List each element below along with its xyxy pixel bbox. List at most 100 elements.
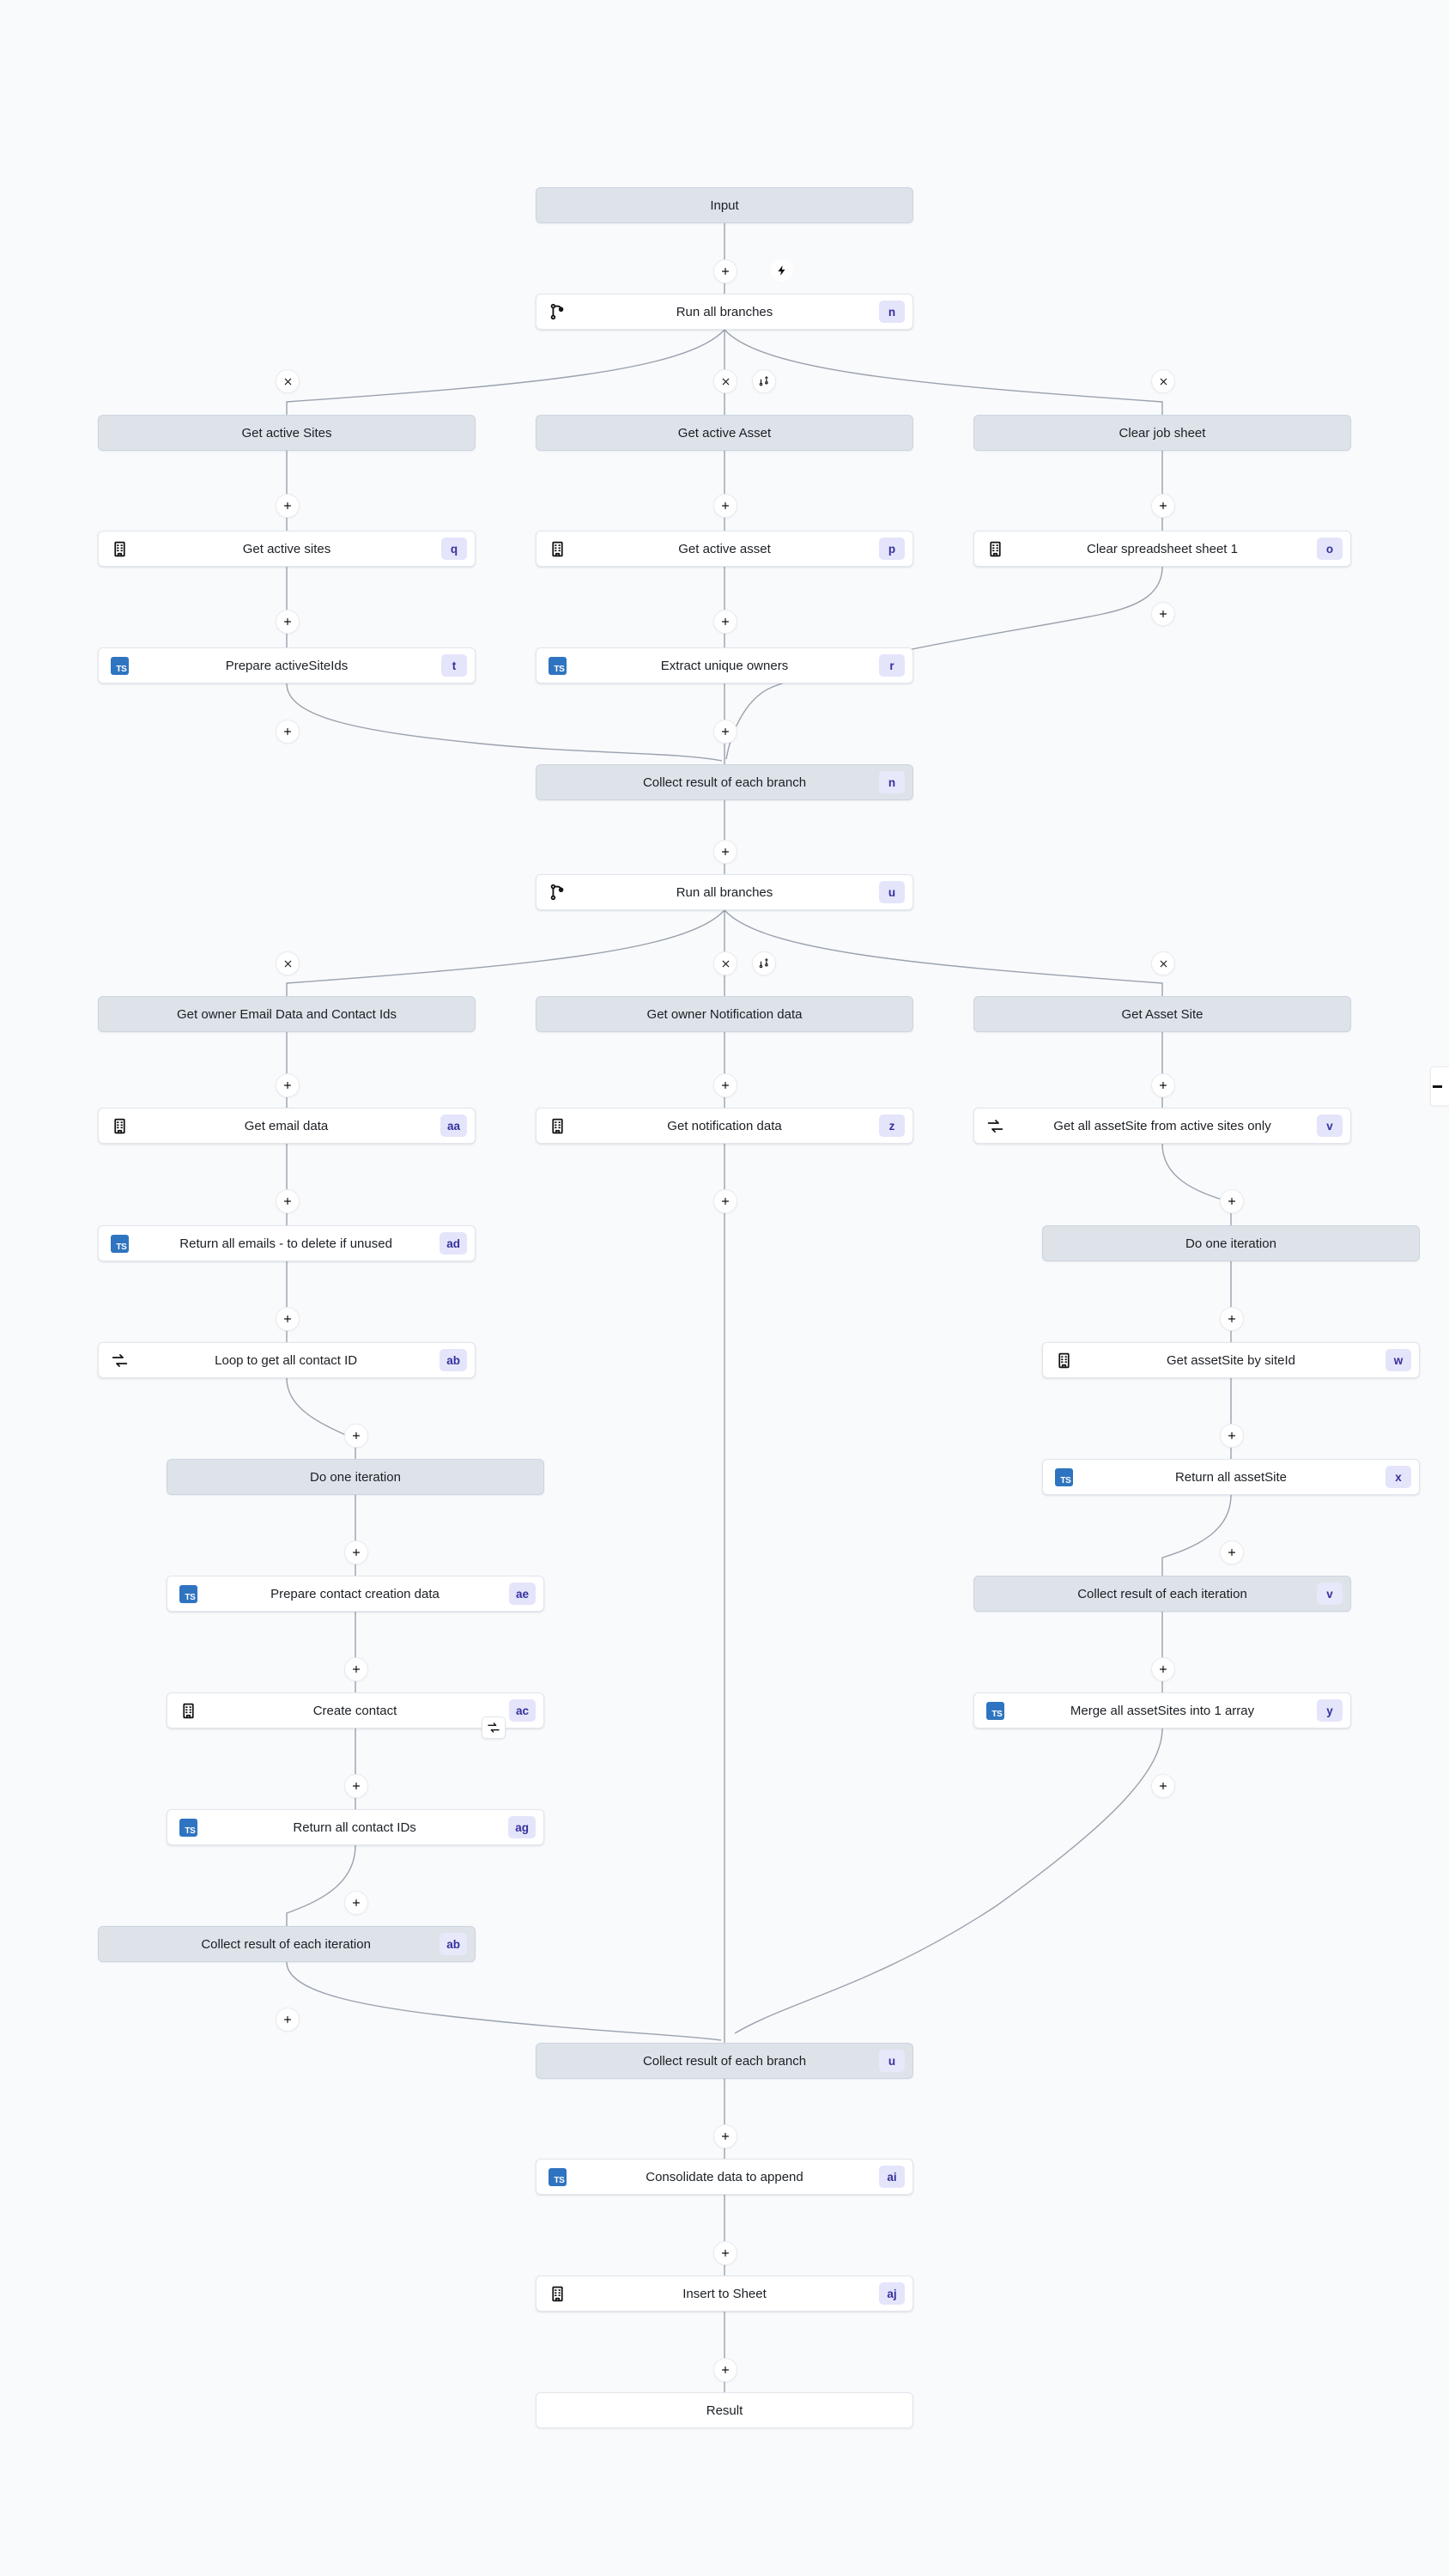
close-icon[interactable] <box>276 951 300 975</box>
plus-icon[interactable] <box>713 840 737 864</box>
node-badge[interactable]: o <box>1317 538 1343 560</box>
plus-icon[interactable] <box>276 610 300 634</box>
node-badge[interactable]: ad <box>440 1232 467 1255</box>
plus-icon[interactable] <box>713 1189 737 1213</box>
node-input[interactable]: Input <box>536 187 913 223</box>
close-icon[interactable] <box>713 369 737 393</box>
plus-icon[interactable] <box>713 259 737 283</box>
plus-icon[interactable] <box>276 720 300 744</box>
node-do_one_iteration_l[interactable]: Do one iteration <box>167 1459 544 1495</box>
node-badge[interactable]: n <box>879 771 905 793</box>
plus-icon[interactable] <box>276 1073 300 1097</box>
plus-icon[interactable] <box>344 1540 368 1564</box>
node-badge[interactable]: p <box>879 538 905 560</box>
plus-icon[interactable] <box>276 494 300 518</box>
plus-icon[interactable] <box>344 1657 368 1681</box>
plus-icon[interactable] <box>713 494 737 518</box>
node-badge[interactable]: w <box>1385 1349 1411 1371</box>
node-asset_site_grp[interactable]: Get Asset Site <box>973 996 1351 1032</box>
node-badge[interactable]: aa <box>440 1115 467 1137</box>
node-badge[interactable]: aj <box>879 2282 905 2305</box>
close-icon[interactable] <box>713 951 737 975</box>
plus-icon[interactable] <box>713 2124 737 2148</box>
lightning-icon[interactable] <box>771 259 793 282</box>
plus-icon[interactable] <box>1151 602 1175 626</box>
node-badge[interactable]: q <box>441 538 467 560</box>
node-clear_job_sheet_grp[interactable]: Clear job sheet <box>973 415 1351 451</box>
close-icon[interactable] <box>1151 951 1175 975</box>
node-get_all_assetsite[interactable]: Get all assetSite from active sites only… <box>973 1108 1351 1144</box>
node-owner_notif_grp[interactable]: Get owner Notification data <box>536 996 913 1032</box>
node-do_one_iteration_r[interactable]: Do one iteration <box>1042 1225 1420 1261</box>
plus-icon[interactable] <box>344 1424 368 1448</box>
add-branch-icon[interactable] <box>752 369 776 393</box>
node-badge[interactable]: u <box>879 2050 905 2072</box>
plus-icon[interactable] <box>276 1189 300 1213</box>
node-badge[interactable]: n <box>879 301 905 323</box>
plus-icon[interactable] <box>1220 1540 1244 1564</box>
node-badge[interactable]: r <box>879 654 905 677</box>
plus-icon[interactable] <box>713 610 737 634</box>
node-badge[interactable]: ae <box>508 1583 536 1605</box>
plus-icon[interactable] <box>713 2358 737 2382</box>
plus-icon[interactable] <box>1220 1424 1244 1448</box>
node-badge[interactable]: t <box>441 654 467 677</box>
node-badge[interactable]: ag <box>508 1816 536 1838</box>
plus-icon[interactable] <box>713 2241 737 2265</box>
close-icon[interactable] <box>276 369 300 393</box>
close-icon[interactable] <box>1151 369 1175 393</box>
retry-icon[interactable] <box>482 1716 506 1739</box>
node-badge[interactable]: z <box>879 1115 905 1137</box>
node-badge[interactable]: v <box>1317 1115 1343 1137</box>
node-get_active_sites_grp[interactable]: Get active Sites <box>98 415 476 451</box>
node-get_active_asset_grp[interactable]: Get active Asset <box>536 415 913 451</box>
plus-icon[interactable] <box>1151 1073 1175 1097</box>
clipped-node-artifact[interactable] <box>1430 1066 1449 1106</box>
plus-icon[interactable] <box>1151 494 1175 518</box>
plus-icon[interactable] <box>1220 1307 1244 1331</box>
node-badge[interactable]: ac <box>508 1699 536 1722</box>
node-badge[interactable]: v <box>1317 1583 1343 1605</box>
node-badge[interactable]: ab <box>440 1349 467 1371</box>
node-result[interactable]: Result <box>536 2392 913 2428</box>
plus-icon[interactable] <box>1151 1774 1175 1798</box>
plus-icon[interactable] <box>1151 1657 1175 1681</box>
add-branch-icon[interactable] <box>752 951 776 975</box>
plus-icon[interactable] <box>1220 1189 1244 1213</box>
plus-icon[interactable] <box>276 1307 300 1331</box>
node-badge[interactable]: u <box>879 881 905 903</box>
node-badge[interactable]: ab <box>440 1933 467 1955</box>
plus-icon[interactable] <box>344 1891 368 1915</box>
plus-icon[interactable] <box>276 2008 300 2032</box>
node-badge[interactable]: ai <box>879 2166 905 2188</box>
node-badge[interactable]: x <box>1385 1466 1411 1488</box>
node-owner_email_grp[interactable]: Get owner Email Data and Contact Ids <box>98 996 476 1032</box>
plus-icon[interactable] <box>713 720 737 744</box>
node-badge[interactable]: y <box>1317 1699 1343 1722</box>
plus-icon[interactable] <box>344 1774 368 1798</box>
